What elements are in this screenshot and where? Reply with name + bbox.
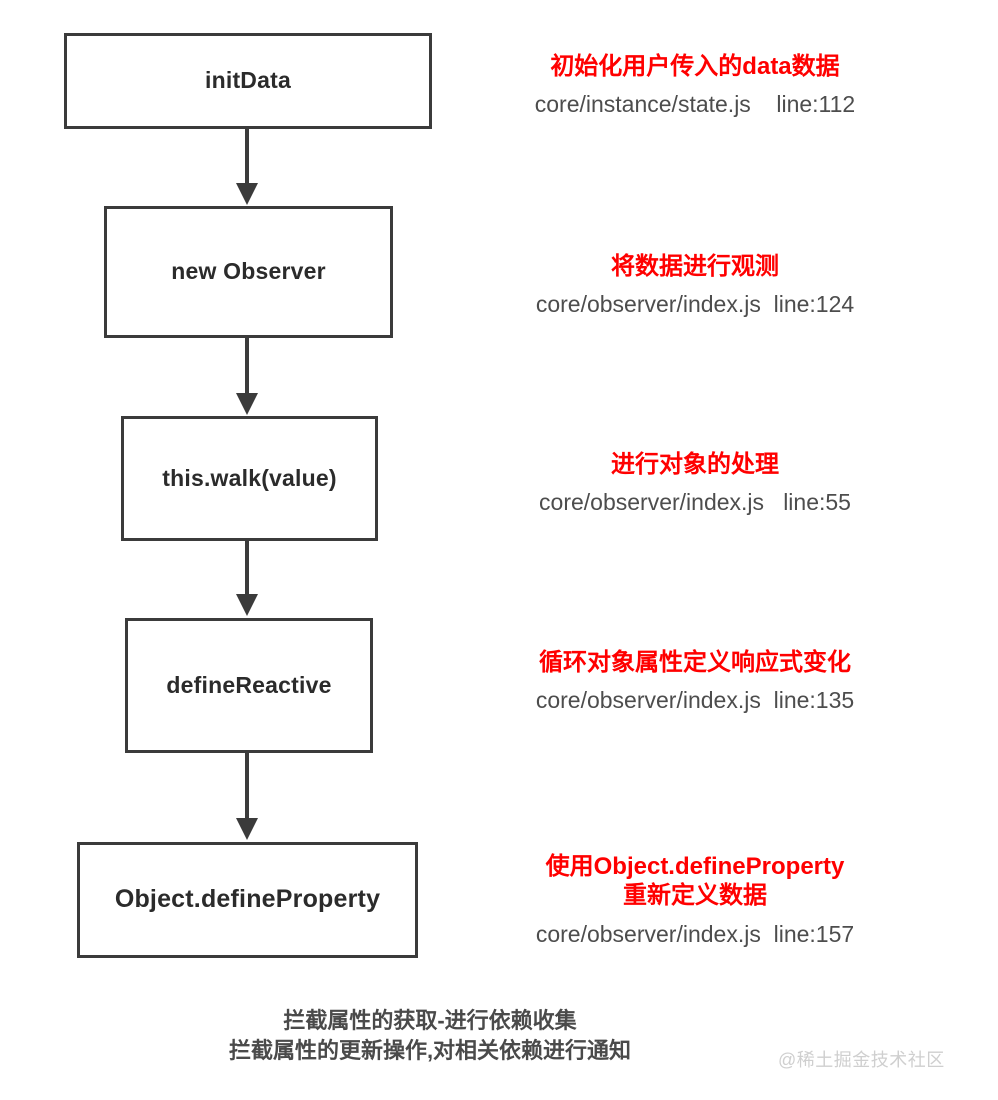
footer-note-line-1: 拦截属性的获取-进行依赖收集 [283,1008,577,1033]
annotation-title: 初始化用户传入的data数据 [550,53,840,80]
annotation-source-path: core/observer/index.js line:157 [535,920,855,947]
watermark: @稀土掘金技术社区 [778,1050,945,1070]
flow-node-label: Object.defineProperty [114,885,381,914]
footer-note: 拦截属性的获取-进行依赖收集 拦截属性的更新操作,对相关依赖进行通知 [0,1006,860,1065]
flow-node-label: new Observer [171,258,326,285]
arrow-head [236,183,258,205]
annotation-source-path: core/instance/state.js line:112 [534,91,856,118]
arrow-stem [245,541,249,597]
flow-node-define-reactive[interactable]: defineReactive [125,618,373,753]
annotation-source-path: core/observer/index.js line:55 [539,489,851,516]
annotation-title: 循环对象属性定义响应式变化 [539,649,851,676]
flow-node-label: this.walk(value) [162,464,337,491]
annotation-title: 将数据进行观测 [611,253,779,280]
arrow-stem [245,753,249,821]
annotation-source-path: core/observer/index.js line:135 [535,687,855,714]
arrow-stem [245,338,249,396]
flow-node-init-data[interactable]: initData [64,33,432,129]
annotation-this-walk-value: 进行对象的处理 core/observer/index.js line:55 [455,450,935,517]
annotation-object-define-property: 使用Object.defineProperty 重新定义数据 core/obse… [455,852,935,948]
arrow-stem [245,129,249,186]
annotation-define-reactive: 循环对象属性定义响应式变化 core/observer/index.js lin… [455,648,935,715]
annotation-title: 使用Object.defineProperty 重新定义数据 [545,853,845,910]
flow-node-object-define-property[interactable]: Object.defineProperty [77,842,418,958]
flow-node-label: initData [205,67,291,94]
flow-node-label: defineReactive [166,671,332,698]
arrow-head [236,594,258,616]
flow-node-new-observer[interactable]: new Observer [104,206,393,338]
annotation-source-path: core/observer/index.js line:124 [535,291,855,318]
footer-note-line-2: 拦截属性的更新操作,对相关依赖进行通知 [228,1037,632,1063]
flow-node-this-walk-value[interactable]: this.walk(value) [121,416,378,541]
arrow-head [236,393,258,415]
annotation-new-observer: 将数据进行观测 core/observer/index.js line:124 [455,252,935,319]
arrow-head [236,818,258,840]
annotation-title: 进行对象的处理 [611,451,779,478]
annotation-init-data: 初始化用户传入的data数据 core/instance/state.js li… [455,52,935,119]
